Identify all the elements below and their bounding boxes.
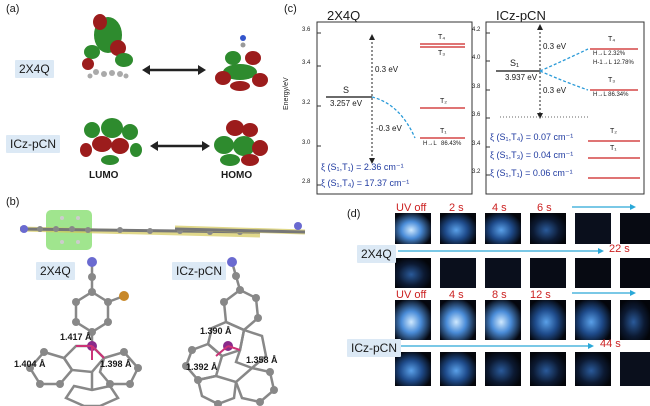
left-t4: T₄ bbox=[438, 34, 446, 41]
panel-d-mol1-label: 2X4Q bbox=[357, 245, 396, 263]
bond-length-2x4q-1: 1.417 Å bbox=[60, 332, 92, 342]
right-t3: T₃ bbox=[608, 77, 616, 84]
right-t2: T₂ bbox=[610, 128, 617, 135]
bond-length-2x4q-2: 1.404 Å bbox=[14, 359, 46, 369]
panel-c-left-title: 2X4Q bbox=[327, 8, 361, 23]
lumo-orbital-2x4q bbox=[82, 14, 133, 79]
left-ytick-4: 2.8 bbox=[302, 179, 311, 185]
structure-iczpcn bbox=[182, 257, 278, 406]
row2-label-3: 12 s bbox=[530, 289, 551, 301]
left-t1: T₁ bbox=[440, 128, 447, 135]
left-ytick-2: 3.2 bbox=[302, 100, 311, 106]
right-ytick-5: 3.2 bbox=[472, 169, 481, 175]
right-ytick-3: 3.6 bbox=[472, 112, 481, 118]
bond-length-iczpcn-1: 1.390 Å bbox=[200, 326, 232, 336]
row2-label-0: UV off bbox=[396, 289, 427, 301]
bond-length-2x4q-3: 1.398 Å bbox=[100, 359, 132, 369]
double-arrows bbox=[142, 65, 210, 151]
lumo-label: LUMO bbox=[89, 170, 119, 181]
bond-length-iczpcn-3: 1.358 Å bbox=[246, 355, 278, 365]
panel-b-tag: (b) bbox=[6, 196, 20, 208]
left-xi-0: ξ (S₁,T₁) = 2.36 cm⁻¹ bbox=[321, 162, 404, 172]
row1-label-1: 2 s bbox=[449, 202, 464, 214]
left-t3: T₃ bbox=[438, 50, 446, 57]
left-ytick-0: 3.6 bbox=[302, 27, 311, 33]
row1-label-0: UV off bbox=[396, 202, 427, 214]
row2-label-2: 8 s bbox=[492, 289, 507, 301]
bond-length-iczpcn-2: 1.392 Å bbox=[186, 362, 218, 372]
right-xi-2: ξ (S₁,T₁) = 0.06 cm⁻¹ bbox=[490, 168, 573, 178]
panel-d-tag: (d) bbox=[347, 208, 361, 220]
side-view-iczpcn bbox=[174, 222, 306, 235]
panel-a-tag: (a) bbox=[6, 3, 20, 15]
panel-c-tag: (c) bbox=[284, 3, 297, 15]
row2-label-1: 4 s bbox=[449, 289, 464, 301]
homo-orbital-iczpcn bbox=[214, 120, 268, 166]
right-s-label: S₁ bbox=[510, 58, 520, 68]
left-gap-down: -0.3 eV bbox=[376, 124, 402, 133]
left-s-label: S bbox=[343, 85, 350, 95]
left-t1-transition: H→L bbox=[423, 141, 437, 147]
right-t4-transition-0: H→L 2.32% bbox=[593, 51, 626, 57]
right-ytick-0: 4.2 bbox=[472, 27, 481, 33]
homo-orbital-2x4q bbox=[215, 35, 268, 91]
row2-end-label: 44 s bbox=[600, 338, 621, 350]
left-t2: T₂ bbox=[440, 98, 447, 105]
right-t4: T₄ bbox=[608, 36, 616, 43]
right-gap-down: 0.3 eV bbox=[543, 86, 567, 95]
panel-a-mol2-label: ICz-pCN bbox=[6, 135, 61, 153]
panel-a-mol1-label: 2X4Q bbox=[15, 60, 54, 78]
right-ytick-4: 3.4 bbox=[472, 141, 481, 147]
left-ytick-3: 3.0 bbox=[302, 140, 311, 146]
right-ytick-2: 3.8 bbox=[472, 84, 481, 90]
panel-c-right-title: ICz-pCN bbox=[496, 8, 546, 23]
homo-label: HOMO bbox=[221, 170, 253, 181]
right-t1-label: T₁ bbox=[610, 145, 617, 152]
right-t4-transition-1: H-1→L 12.78% bbox=[593, 60, 634, 66]
structure-2x4q bbox=[26, 257, 142, 406]
right-t3-transition: H→L 86.34% bbox=[593, 92, 629, 98]
right-gap-up: 0.3 eV bbox=[543, 42, 567, 51]
row1-label-2: 4 s bbox=[492, 202, 507, 214]
left-ytick-1: 3.4 bbox=[302, 60, 311, 66]
right-xi-1: ξ (S₁,T₃) = 0.04 cm⁻¹ bbox=[490, 150, 574, 160]
energy-diagrams bbox=[316, 21, 645, 195]
row1-end-label: 22 s bbox=[609, 243, 630, 255]
left-gap-up: 0.3 eV bbox=[375, 65, 399, 74]
panel-b-mol2-label: ICz-pCN bbox=[172, 262, 227, 280]
row1-label-3: 6 s bbox=[537, 202, 552, 214]
panel-d-mol2-label: ICz-pCN bbox=[347, 339, 402, 357]
panel-b-mol1-label: 2X4Q bbox=[36, 262, 75, 280]
right-s-value: 3.937 eV bbox=[505, 73, 538, 82]
left-s-value: 3.257 eV bbox=[330, 99, 363, 108]
left-t1-percent: 86.43% bbox=[441, 141, 462, 147]
left-xi-1: ξ (S₁,T₄) = 17.37 cm⁻¹ bbox=[321, 178, 410, 188]
right-ytick-1: 4.0 bbox=[472, 55, 481, 61]
lumo-orbital-iczpcn bbox=[80, 118, 142, 165]
right-xi-0: ξ (S₁,T₄) = 0.07 cm⁻¹ bbox=[490, 132, 574, 142]
